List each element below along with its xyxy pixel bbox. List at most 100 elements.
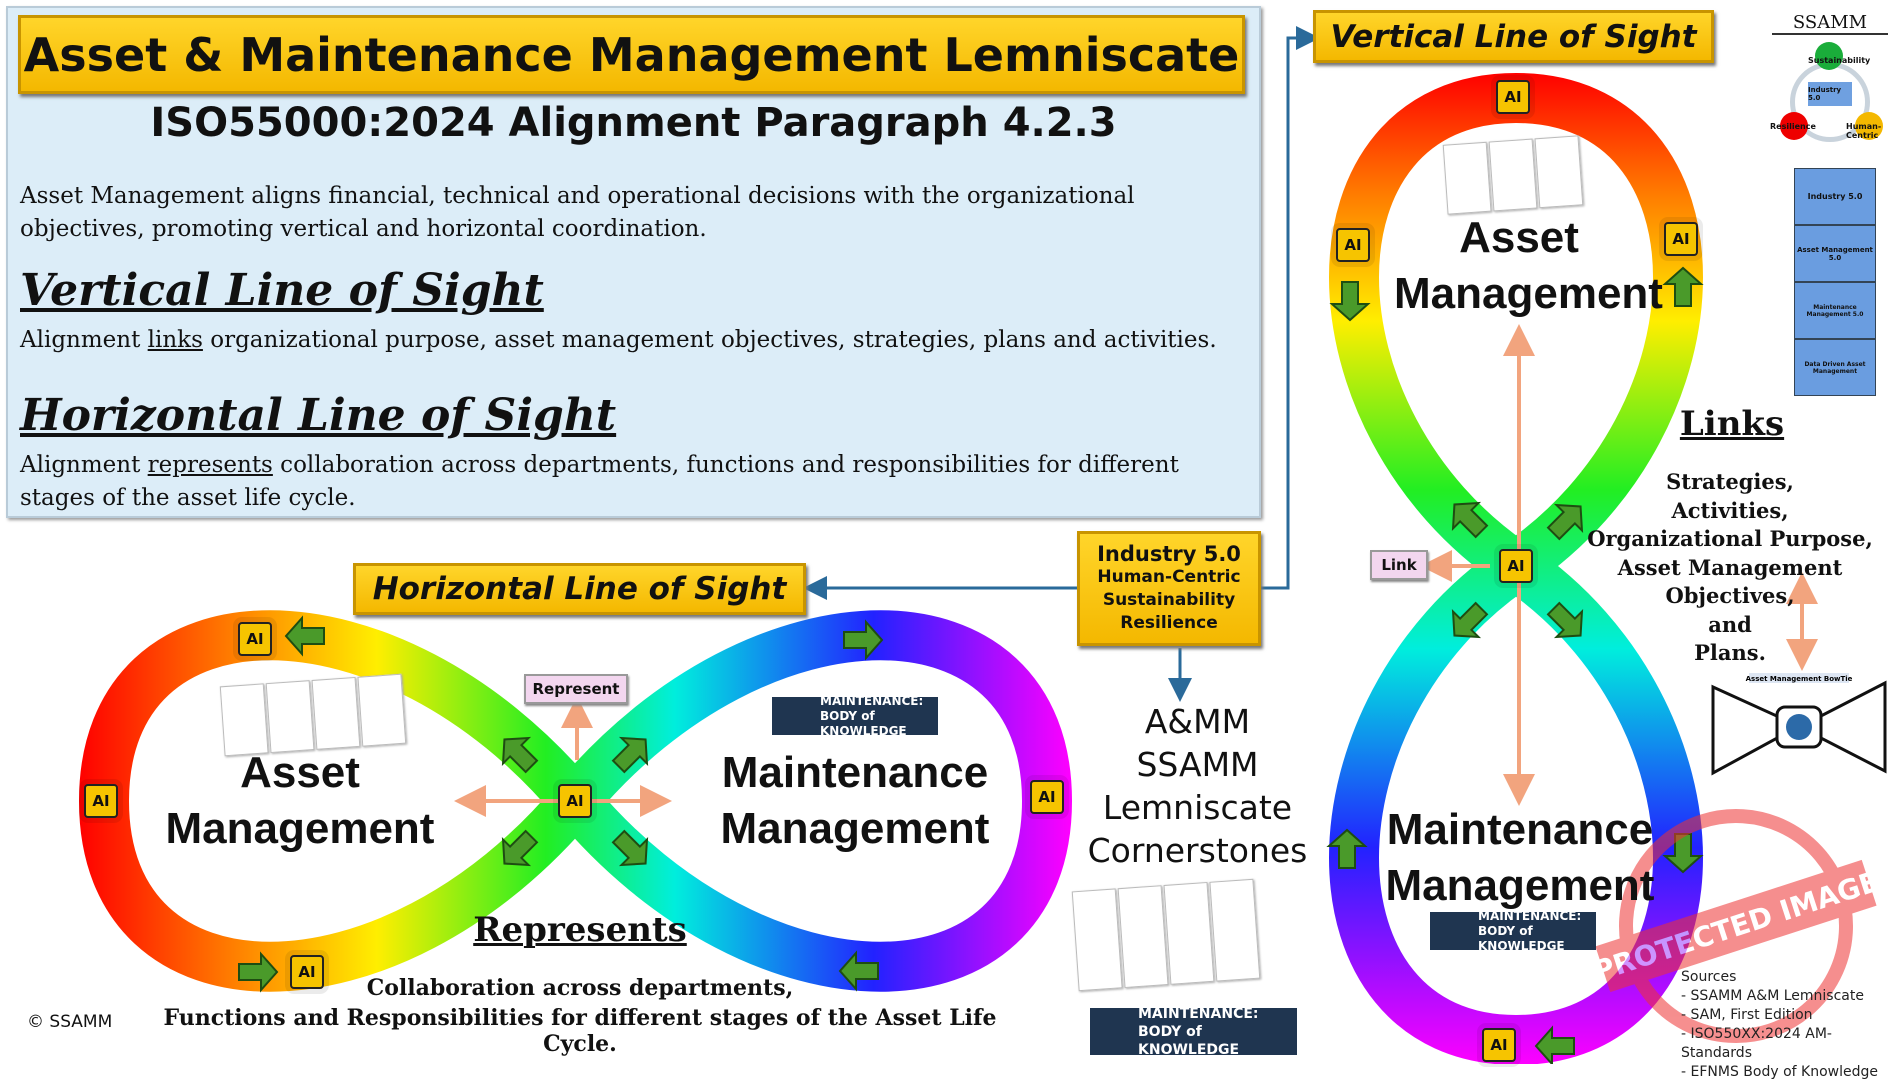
standards-docs bbox=[219, 673, 407, 757]
keyword-represents: represents bbox=[147, 452, 273, 478]
links-item: Asset Management Objectives, bbox=[1617, 554, 1843, 609]
bowtie-diagram: Asset Management BowTie bbox=[1711, 673, 1887, 776]
label: Sustainability bbox=[1808, 56, 1871, 65]
keyword-links: links bbox=[147, 327, 203, 353]
standards-docs bbox=[1442, 135, 1584, 215]
document-thumb bbox=[1442, 141, 1492, 215]
sustainability-circle bbox=[1815, 42, 1843, 70]
mbok-line2: BODY of KNOWLEDGE bbox=[1478, 923, 1565, 953]
mbok-line1: MAINTENANCE: bbox=[1138, 1005, 1259, 1022]
mbok-line1: MAINTENANCE: bbox=[1478, 908, 1582, 923]
text: collaboration across departments, functi… bbox=[20, 452, 1179, 511]
sources-title: Sources bbox=[1681, 969, 1737, 985]
bowtie-title: Asset Management BowTie bbox=[1746, 675, 1853, 683]
document-thumb bbox=[311, 676, 361, 750]
text: Alignment bbox=[20, 327, 148, 353]
copyright: © SSAMM bbox=[27, 1012, 113, 1032]
mbok-line2: BODY of KNOWLEDGE bbox=[1138, 1023, 1240, 1058]
represents-title: Represents bbox=[473, 910, 687, 950]
industry-center: Industry 5.0 bbox=[1808, 82, 1852, 106]
industry-title: Industry 5.0 bbox=[1097, 541, 1241, 566]
label: Resilience bbox=[1770, 122, 1816, 131]
stack-card: Asset Management 5.0 bbox=[1794, 225, 1876, 282]
caption-line1: Collaboration across departments, bbox=[366, 975, 794, 1001]
line: Cornerstones bbox=[1087, 831, 1308, 870]
horizontal-text: Alignment represents collaboration acros… bbox=[20, 449, 1250, 515]
links-item: Plans. bbox=[1694, 640, 1766, 665]
link-tag: Link bbox=[1370, 550, 1428, 580]
mbok-badge: MAINTENANCE:BODY of KNOWLEDGE bbox=[772, 693, 938, 738]
source-item: - SSAMM A&M Lemniscate bbox=[1681, 988, 1864, 1004]
intro-text: Asset Management aligns financial, techn… bbox=[20, 183, 1135, 242]
links-item: Organizational Purpose, bbox=[1587, 526, 1873, 551]
industry-line: Human-Centric bbox=[1097, 566, 1241, 587]
source-item: - SAM, First Edition bbox=[1681, 1007, 1813, 1023]
human-centric-circle bbox=[1855, 112, 1883, 140]
standards-docs bbox=[1071, 878, 1261, 992]
openai-icon bbox=[1786, 714, 1812, 740]
vertical-banner: Vertical Line of Sight bbox=[1313, 10, 1714, 63]
document-thumb bbox=[1209, 878, 1261, 982]
vertical-heading: Vertical Line of Sight bbox=[20, 265, 544, 316]
ai-chip-icon: AI bbox=[1030, 780, 1064, 814]
sources: Sources - SSAMM A&M Lemniscate - SAM, Fi… bbox=[1681, 968, 1900, 1082]
stack-card: Industry 5.0 bbox=[1794, 168, 1876, 225]
green-arrows bbox=[238, 266, 1704, 1064]
represent-tag: Represent bbox=[524, 674, 628, 704]
caption-line2: Functions and Responsibilities for diffe… bbox=[163, 1005, 997, 1057]
links-item: Strategies, bbox=[1666, 469, 1794, 494]
source-item: - ISO550XX:2024 AM-Standards bbox=[1681, 1026, 1832, 1061]
industry-line: Resilience bbox=[1120, 612, 1218, 633]
resilience-circle bbox=[1780, 112, 1808, 140]
mbok-badge: MAINTENANCE:BODY of KNOWLEDGE bbox=[1430, 908, 1596, 953]
cornerstones-text: A&MM SSAMM Lemniscate Cornerstones bbox=[1085, 700, 1310, 872]
ai-chip-icon: AI bbox=[290, 955, 324, 989]
asset-management-label: Asset Management bbox=[165, 748, 435, 853]
industry-line: Sustainability bbox=[1102, 589, 1236, 610]
line: SSAMM bbox=[1136, 745, 1259, 784]
document-thumb bbox=[357, 673, 407, 747]
ai-chip-icon: AI bbox=[1664, 222, 1698, 256]
label: Human-Centric bbox=[1846, 122, 1882, 140]
ai-chip-icon: AI bbox=[238, 622, 272, 656]
framework-stack: Industry 5.0 Asset Management 5.0 Mainte… bbox=[1794, 168, 1876, 396]
subtitle: ISO55000:2024 Alignment Paragraph 4.2.3 bbox=[150, 100, 1117, 146]
ai-chip-icon: AI bbox=[1336, 228, 1370, 262]
mbok-line2: BODY of KNOWLEDGE bbox=[820, 708, 907, 738]
line: A&MM bbox=[1144, 702, 1251, 741]
horizontal-banner: Horizontal Line of Sight bbox=[353, 563, 806, 615]
document-thumb bbox=[1488, 138, 1538, 212]
stack-card: Data Driven Asset Management bbox=[1794, 339, 1876, 396]
document-thumb bbox=[265, 680, 315, 754]
line: Lemniscate bbox=[1102, 788, 1293, 827]
flow-lines bbox=[803, 26, 1320, 702]
ai-chip-icon: AI bbox=[558, 784, 592, 818]
ai-chip-icon: AI bbox=[1482, 1028, 1516, 1062]
links-list: Strategies, Activities, Organizational P… bbox=[1560, 468, 1900, 668]
page-title: Asset & Maintenance Management Lemniscat… bbox=[18, 15, 1245, 94]
mbok-line1: MAINTENANCE: bbox=[820, 693, 924, 708]
ai-chip-icon: AI bbox=[84, 784, 118, 818]
ssamm-logo: SSAMM bbox=[1772, 12, 1888, 35]
horizontal-heading: Horizontal Line of Sight bbox=[20, 390, 617, 441]
maintenance-management-label: Maintenance Management bbox=[1385, 805, 1655, 910]
links-heading: Links bbox=[1679, 404, 1785, 444]
links-item: Activities, bbox=[1671, 497, 1789, 523]
document-thumb bbox=[1163, 881, 1215, 985]
document-thumb bbox=[1071, 888, 1123, 992]
mbok-badge: MAINTENANCE:BODY of KNOWLEDGE bbox=[1090, 1005, 1297, 1058]
document-thumb bbox=[1117, 885, 1169, 989]
text: organizational purpose, asset management… bbox=[202, 327, 1217, 353]
text: Alignment bbox=[20, 452, 148, 478]
links-item: and bbox=[1708, 611, 1752, 637]
ai-chip-icon: AI bbox=[1496, 80, 1530, 114]
vertical-text: Alignment links organizational purpose, … bbox=[20, 324, 1250, 357]
ai-chip-icon: AI bbox=[1499, 549, 1533, 583]
industry-box: Industry 5.0 Human-Centric Sustainabilit… bbox=[1077, 531, 1261, 646]
source-item: - EFNMS Body of Knowledge bbox=[1681, 1064, 1878, 1080]
connector-arrows bbox=[454, 324, 1818, 817]
document-thumb bbox=[1534, 135, 1584, 209]
stack-card: Maintenance Management 5.0 bbox=[1794, 282, 1876, 339]
maintenance-management-label: Maintenance Management bbox=[720, 748, 990, 853]
asset-management-label: Asset Management bbox=[1394, 213, 1663, 318]
